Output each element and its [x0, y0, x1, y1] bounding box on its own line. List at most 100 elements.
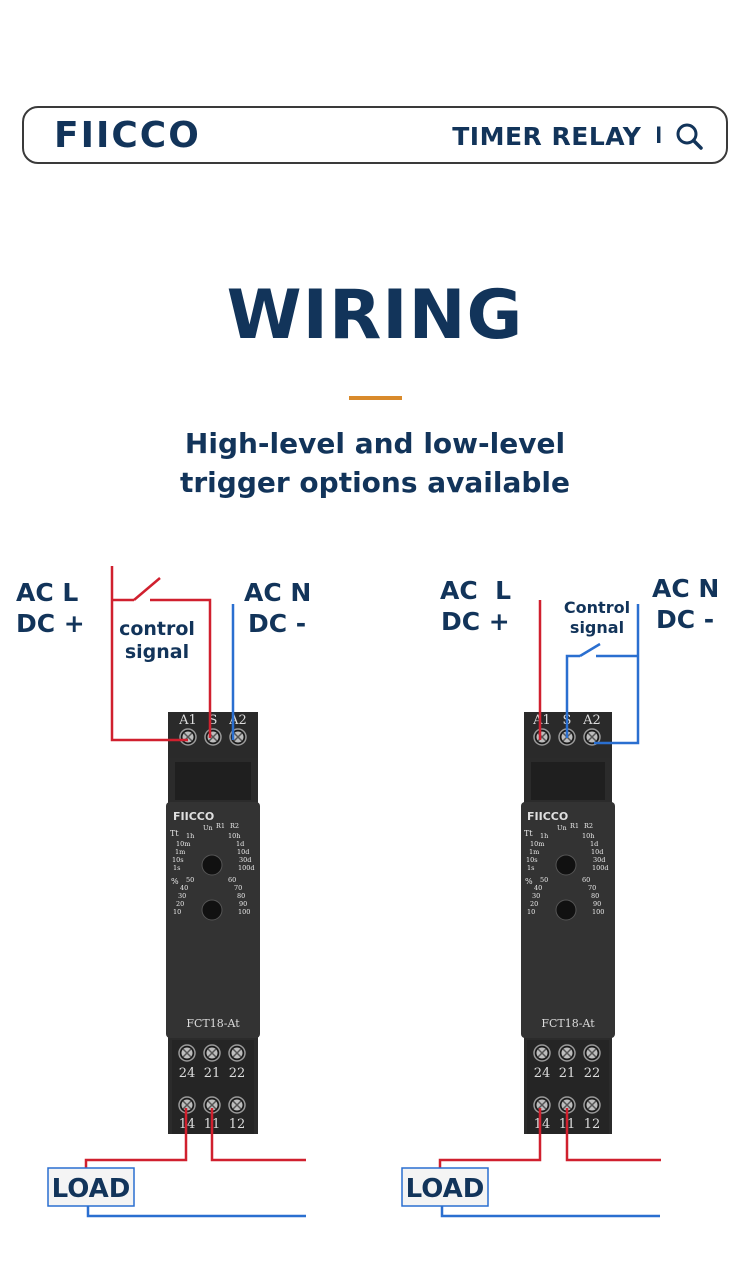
dial-time-left-1: 1h — [540, 832, 548, 840]
dial-time-left-5: 1s — [527, 864, 534, 872]
control-label-line-1: Control — [564, 598, 630, 617]
dial-time-label: Tt — [170, 829, 179, 838]
load-label: LOAD — [52, 1174, 131, 1204]
terminal-screw-21[interactable] — [203, 1044, 221, 1062]
brand-logo[interactable]: FIICCO — [54, 115, 201, 156]
page-title: WIRING — [226, 276, 524, 355]
dial-time-right-4: 30d — [593, 856, 605, 864]
dial-pct-left-1: 50 — [540, 876, 548, 884]
dial-label-un: Un — [203, 824, 213, 832]
supply-right-line-2: DC - — [656, 605, 714, 634]
terminal-screw-12[interactable] — [228, 1096, 246, 1114]
dial-time-right-1: 10h — [582, 832, 594, 840]
supply-left-line-1: AC L — [16, 578, 78, 607]
dial-pct-right-4: 90 — [239, 900, 247, 908]
terminal-screw-s[interactable] — [204, 728, 222, 746]
header-bar: FIICCO TIMER RELAY I — [22, 106, 728, 164]
time-range-knob[interactable] — [555, 854, 577, 876]
terminal-screw-22[interactable] — [228, 1044, 246, 1062]
terminal-label-22: 22 — [229, 1066, 246, 1081]
load-box — [47, 1167, 135, 1207]
dial-pct-left-1: 50 — [186, 876, 194, 884]
header-title[interactable]: TIMER RELAY — [452, 121, 642, 151]
dial-pct-left-3: 30 — [532, 892, 540, 900]
control-label-line-1: control — [119, 618, 195, 640]
dial-label-r2: R2 — [230, 822, 239, 830]
supply-right-line-1: AC N — [244, 578, 311, 607]
supply-left-line-1: AC L — [440, 576, 511, 605]
supply-right-line-2: DC - — [248, 609, 306, 638]
dial-label-r2: R2 — [584, 822, 593, 830]
dial-time-left-1: 1h — [186, 832, 194, 840]
dial-pct-right-1: 60 — [582, 876, 590, 884]
device-model: FCT18-At — [541, 1017, 595, 1030]
terminal-label-24: 24 — [179, 1066, 196, 1081]
header-separator: I — [655, 122, 662, 149]
terminal-screw-12[interactable] — [583, 1096, 601, 1114]
terminal-label-12: 12 — [229, 1117, 246, 1132]
terminal-screw-14[interactable] — [533, 1096, 551, 1114]
terminal-screw-21[interactable] — [558, 1044, 576, 1062]
dial-time-left-5: 1s — [173, 864, 180, 872]
neutral-wire-a2 — [594, 604, 640, 745]
terminal-label-a1: A1 — [532, 713, 551, 728]
load-neutral-wire — [86, 1206, 306, 1218]
dial-time-left-3: 1m — [175, 848, 185, 856]
dial-pct-left-4: 20 — [176, 900, 184, 908]
time-range-knob[interactable] — [201, 854, 223, 876]
supply-left-line-2: DC + — [16, 609, 85, 638]
dial-pct-right-4: 90 — [593, 900, 601, 908]
terminal-label-a2: A2 — [582, 713, 601, 728]
output-wire-11 — [565, 1108, 661, 1162]
device-model: FCT18-At — [186, 1017, 240, 1030]
device-brand: FIICCO — [173, 810, 214, 823]
dial-time-right-2: 1d — [236, 840, 244, 848]
percent-knob[interactable] — [555, 899, 577, 921]
terminal-screw-a1[interactable] — [533, 728, 551, 746]
terminal-label-21: 21 — [559, 1066, 576, 1081]
dial-pct-right-5: 100 — [238, 908, 250, 916]
terminal-screw-a1[interactable] — [179, 728, 197, 746]
dial-time-left-2: 10m — [530, 840, 544, 848]
load-label: LOAD — [406, 1174, 485, 1204]
percent-knob[interactable] — [201, 899, 223, 921]
dial-pct-left-5: 10 — [173, 908, 181, 916]
terminal-screw-22[interactable] — [583, 1044, 601, 1062]
output-wire-11 — [210, 1108, 306, 1162]
subtitle-line-1: High-level and low-level — [184, 427, 566, 460]
dial-time-right-4: 30d — [239, 856, 251, 864]
load-neutral-wire — [440, 1206, 660, 1218]
load-live-wire — [438, 1108, 542, 1170]
dial-time-left-4: 10s — [526, 856, 538, 864]
terminal-label-24: 24 — [534, 1066, 551, 1081]
dial-time-right-3: 10d — [591, 848, 603, 856]
dial-pct-left-2: 40 — [180, 884, 188, 892]
dial-pct-right-3: 80 — [237, 892, 245, 900]
search-icon[interactable] — [674, 121, 704, 151]
dial-pct-label: % — [525, 877, 533, 886]
terminal-screw-24[interactable] — [178, 1044, 196, 1062]
control-switch[interactable] — [133, 577, 161, 601]
dial-time-right-1: 10h — [228, 832, 240, 840]
terminal-label-s: S — [209, 713, 218, 728]
dial-label-r1: R1 — [216, 822, 225, 830]
title-divider — [349, 396, 402, 400]
dial-pct-right-1: 60 — [228, 876, 236, 884]
dial-time-left-4: 10s — [172, 856, 184, 864]
dial-time-right-2: 1d — [590, 840, 598, 848]
device-brand: FIICCO — [527, 810, 568, 823]
terminal-label-a1: A1 — [178, 713, 197, 728]
control-label-line-2: signal — [125, 641, 189, 663]
terminal-label-a2: A2 — [228, 713, 247, 728]
dial-time-right-5: 100d — [592, 864, 609, 872]
dial-pct-left-3: 30 — [178, 892, 186, 900]
control-switch[interactable] — [579, 642, 601, 658]
relay-top-window — [175, 762, 251, 800]
control-label-line-2: signal — [570, 618, 624, 637]
relay-top-window — [531, 762, 605, 800]
dial-pct-right-3: 80 — [591, 892, 599, 900]
load-box — [401, 1167, 489, 1207]
supply-left-line-2: DC + — [441, 607, 510, 636]
dial-pct-label: % — [171, 877, 179, 886]
terminal-screw-24[interactable] — [533, 1044, 551, 1062]
